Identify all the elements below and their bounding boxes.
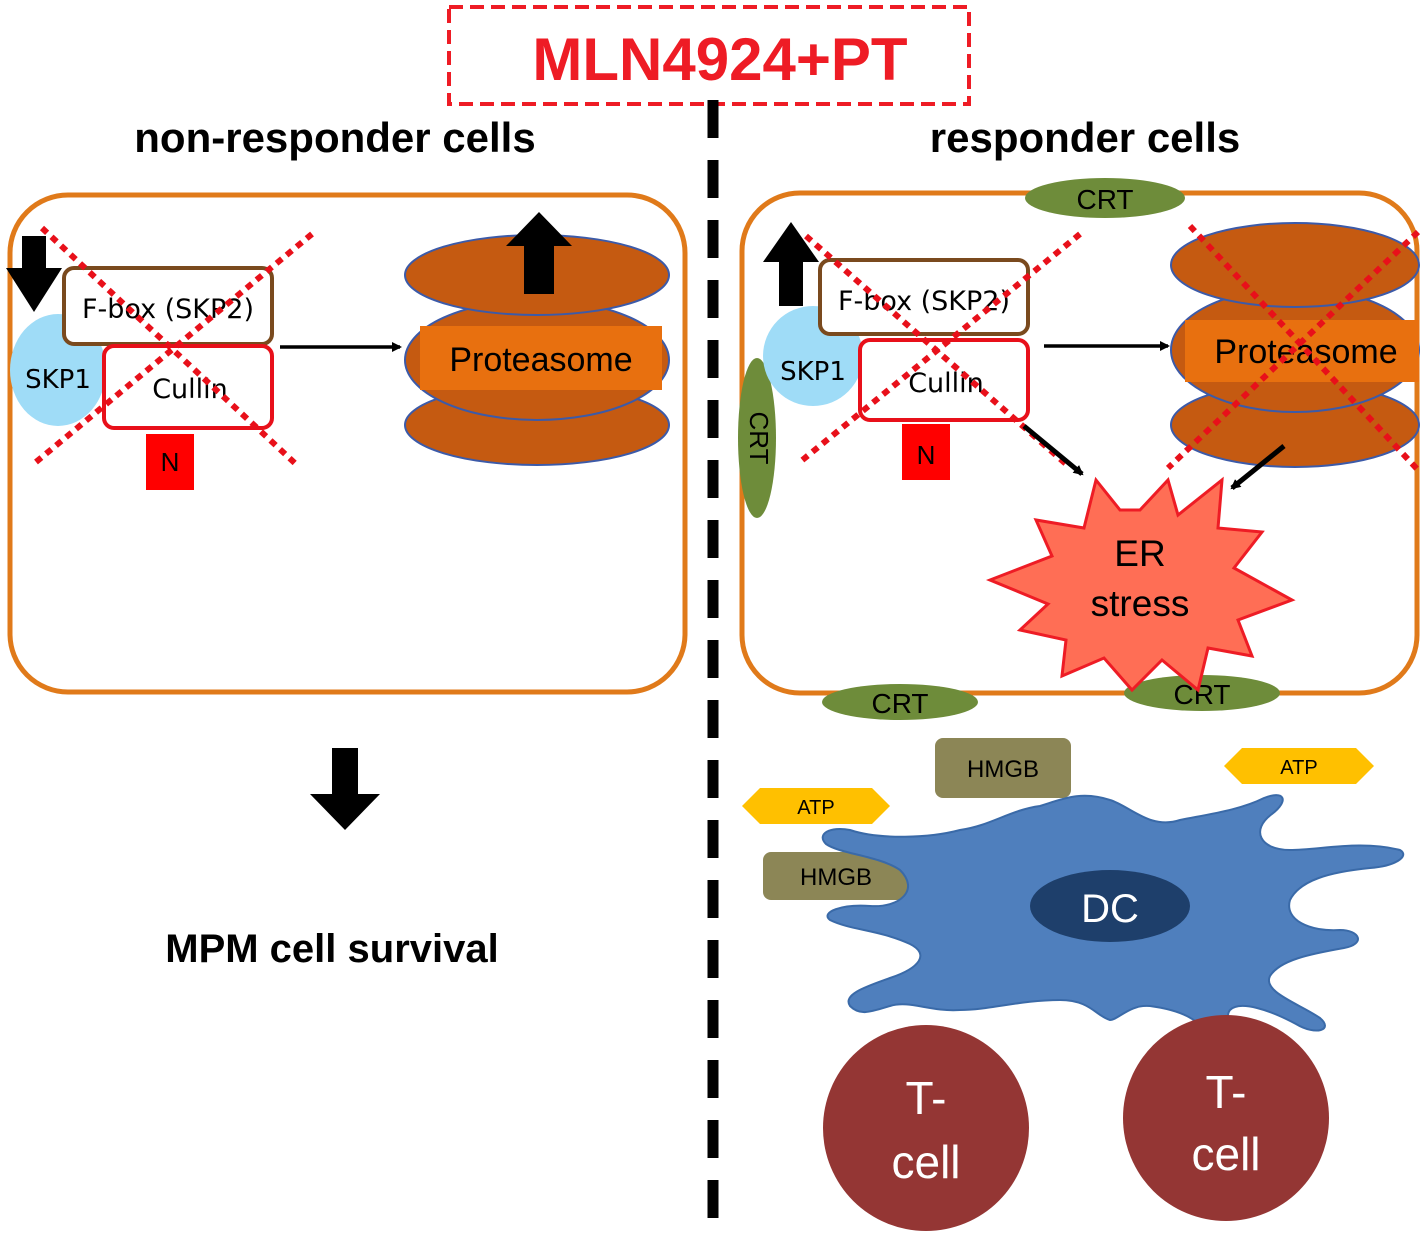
atp-label-left: ATP [797,797,834,819]
right-arrow-cullin-to-er [1022,424,1084,476]
left-nedd8-box [146,434,194,490]
atp-hexagon-right [1224,748,1374,784]
dendritic-cell-nucleus [1030,870,1190,942]
atp-hexagon-left [742,788,890,824]
right-skp1-label: SKP1 [780,357,846,387]
left-cullin-box [102,344,274,430]
right-crt-top-label: CRT [1076,184,1133,215]
left-proteasome: Proteasome [404,234,670,466]
right-proteasome-cross-1 [1187,223,1421,473]
hmgb-label-left: HMGB [800,864,872,891]
left-skp1-label: SKP1 [25,365,91,395]
right-cross-line-2 [798,231,1082,465]
tcell-left-line1: T- [906,1072,947,1124]
right-heading: responder cells [930,114,1240,161]
left-up-arrow [506,212,572,294]
left-proteasome-label: Proteasome [449,341,632,379]
er-stress-line2: stress [1091,583,1190,624]
left-cross-line-1 [39,225,301,469]
right-crt-top [1025,178,1185,218]
left-down-arrow-small [6,236,62,312]
right-crt-bottom-right [1124,675,1280,711]
dendritic-cell-label: DC [1081,887,1139,931]
er-stress-burst [985,476,1296,693]
right-nedd8-box [902,424,950,480]
hmgb-box-left [763,852,909,900]
right-cullin-box [858,338,1030,422]
right-proteasome-band [1185,320,1419,382]
right-crt-bottom-left [822,684,978,720]
right-crt-left [738,358,776,518]
left-cell-membrane [7,192,688,695]
right-crt-bottom-right-label: CRT [1173,679,1230,710]
atp-label-right: ATP [1280,757,1317,779]
hmgb-label-top: HMGB [967,756,1039,783]
right-crt-bottom-left-label: CRT [871,688,928,719]
title-box [447,5,971,106]
right-up-arrow-small [763,222,819,306]
er-stress-line1: ER [1114,533,1165,574]
right-proteasome-ring-top [1170,222,1420,308]
tcell-right-line2: cell [1191,1128,1260,1180]
right-arrow-proteasome-to-er [1230,444,1286,490]
left-fbox-label: F-box (SKP2) [82,294,254,325]
left-outcome-text: MPM cell survival [165,927,498,971]
left-heading: non-responder cells [134,114,535,161]
left-outcome-down-arrow [310,748,380,830]
tcell-right [1123,1015,1329,1221]
right-nedd8-label: N [917,440,936,470]
right-proteasome-cross-2 [1165,229,1421,471]
left-proteasome-band [420,326,662,390]
tcell-left-line2: cell [891,1136,960,1188]
tcell-right-line1: T- [1206,1066,1247,1118]
right-crt-left-label: CRT [744,412,774,465]
left-nedd8-label: N [161,447,180,477]
title-text: MLN4924+PT [532,26,907,93]
hmgb-box-top [935,738,1071,798]
tcell-left [823,1025,1029,1231]
